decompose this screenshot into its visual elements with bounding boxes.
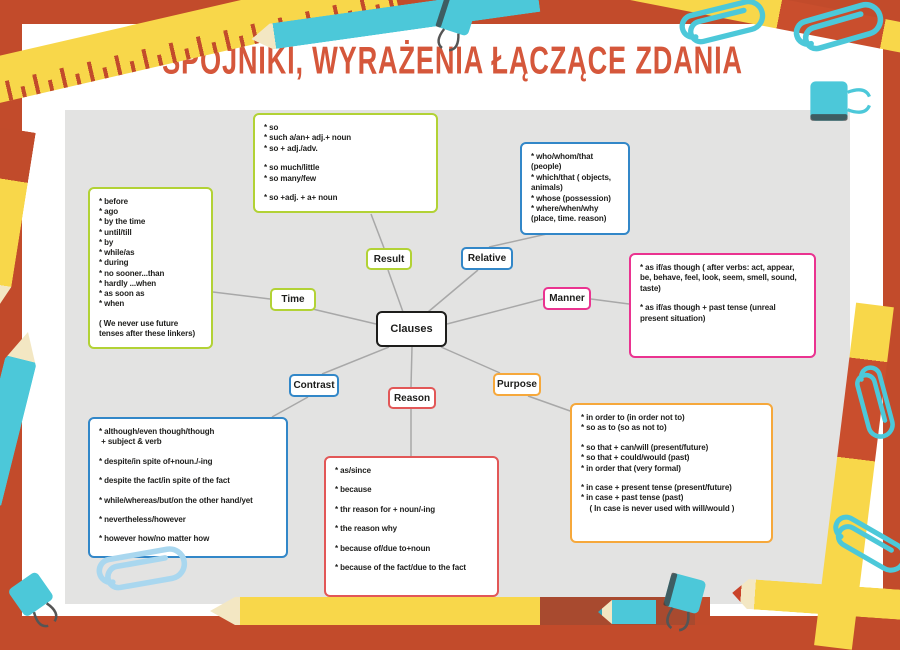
contrast-detail-box: * although/even though/though + subject … (88, 417, 288, 558)
binder-clip-icon (9, 572, 58, 628)
result-detail-box: * so* such a/an+ adj.+ noun* so + adj./a… (253, 113, 438, 214)
list-item: * in order to (in order not to) (581, 413, 685, 422)
list-item: * so that + can/will (present/future) (581, 442, 709, 452)
list-item: ( We never use future tenses after these… (99, 318, 196, 338)
reason-detail-box: * as/since * because * thr reason for + no… (324, 456, 499, 597)
list-item (335, 476, 488, 485)
list-item (335, 515, 488, 524)
list-item: * as soon as (99, 289, 145, 299)
list-item: * as/since (335, 466, 371, 475)
result-node[interactable]: Result (366, 248, 412, 270)
list-item: + subject & verb (99, 437, 162, 447)
contrast-node[interactable]: Contrast (289, 374, 339, 397)
binder-clip-icon (435, 0, 476, 52)
list-item: * in case + past tense (past) (581, 493, 684, 503)
binder-clip-icon (810, 81, 871, 121)
list-item: * so + adj./adv. (264, 143, 318, 153)
mind-map: * so* such a/an+ adj.+ noun* so + adj./a… (88, 113, 816, 597)
paperclip-icon (855, 365, 895, 439)
list-item: * nevertheless/however (99, 514, 186, 524)
list-item: * until/till (99, 227, 132, 237)
binder-clip-icon (663, 572, 706, 632)
list-item: * in order that (very formal) (581, 463, 681, 473)
list-item: * who/whom/that (people) (531, 152, 596, 172)
manner-detail-box: * as if/as though ( after verbs: act, ap… (629, 253, 816, 358)
list-item: * so as to (so as not to) (581, 423, 667, 433)
list-item: ( In case is never used with will/would … (581, 503, 735, 513)
list-item (99, 467, 277, 476)
list-item: * because of/due to+noun (335, 543, 431, 553)
paperclip-icon (679, 0, 766, 45)
list-item (99, 506, 277, 515)
list-item (99, 487, 277, 496)
list-item: * thr reason for + noun/-ing (335, 504, 436, 514)
list-item (640, 294, 805, 303)
clauses-center-node[interactable]: Clauses (376, 311, 447, 347)
list-item: * although/even though/though (99, 427, 215, 436)
list-item (335, 496, 488, 505)
manner-node[interactable]: Manner (543, 287, 591, 310)
list-item: * however how/no matter how (99, 534, 210, 544)
list-item (264, 184, 427, 193)
list-item: * so (264, 123, 279, 132)
list-item (335, 535, 488, 544)
list-item: * while/as (99, 248, 135, 258)
relative-detail-box: * who/whom/that (people)* which/that ( o… (520, 142, 630, 235)
list-item: * as if/as though + past tense (unreal p… (640, 303, 778, 323)
paperclip-icon (793, 1, 884, 52)
list-item: * because (335, 485, 372, 495)
purpose-detail-box: * in order to (in order not to)* so as t… (570, 403, 773, 543)
list-item: * during (99, 258, 129, 268)
list-item: * whose (possession) (531, 193, 611, 203)
list-item: * by the time (99, 217, 146, 227)
page-title: SPÓJNIKI, WYRAŻENIA ŁĄCZĄCE ZDANIA (162, 39, 743, 83)
list-item: * as if/as though ( after verbs: act, ap… (640, 263, 799, 293)
list-item: * hardly ...when (99, 278, 157, 288)
list-item: * despite the fact/in spite of the fact (99, 476, 230, 486)
list-item: * no sooner...than (99, 268, 165, 278)
list-item: * despite/in spite of+noun./-ing (99, 456, 213, 466)
list-item: * so +adj. + a+ noun (264, 192, 338, 202)
list-item: * so many/few (264, 173, 317, 183)
purpose-node[interactable]: Purpose (493, 373, 541, 396)
list-item: * so that + could/would (past) (581, 453, 690, 463)
relative-node[interactable]: Relative (461, 247, 513, 270)
list-item (99, 310, 202, 319)
list-item (99, 448, 277, 457)
list-item: * ago (99, 207, 119, 217)
list-item: * before (99, 197, 128, 206)
list-item: * by (99, 237, 114, 247)
list-item: * which/that ( objects, animals) (531, 172, 614, 193)
list-item: * the reason why (335, 524, 397, 534)
list-item: * where/when/why (place, time. reason) (531, 203, 607, 224)
list-item: * when (99, 299, 125, 309)
paperclip-icon (833, 514, 900, 573)
list-item: * while/whereas/but/on the other hand/ye… (99, 495, 253, 505)
pencil-icon (598, 600, 656, 624)
list-item: * in case + present tense (present/futur… (581, 482, 732, 492)
list-item (99, 525, 277, 534)
list-item (581, 474, 762, 483)
time-node[interactable]: Time (270, 288, 316, 311)
list-item (264, 154, 427, 163)
reason-node[interactable]: Reason (388, 387, 436, 409)
list-item: * so much/little (264, 163, 320, 173)
list-item: * such a/an+ adj.+ noun (264, 133, 352, 143)
list-item (581, 434, 762, 443)
list-item: * because of the fact/due to the fact (335, 562, 466, 572)
paperclip-icon (96, 546, 188, 591)
time-detail-box: * before* ago* by the time* until/till* … (88, 187, 213, 350)
list-item (335, 554, 488, 563)
